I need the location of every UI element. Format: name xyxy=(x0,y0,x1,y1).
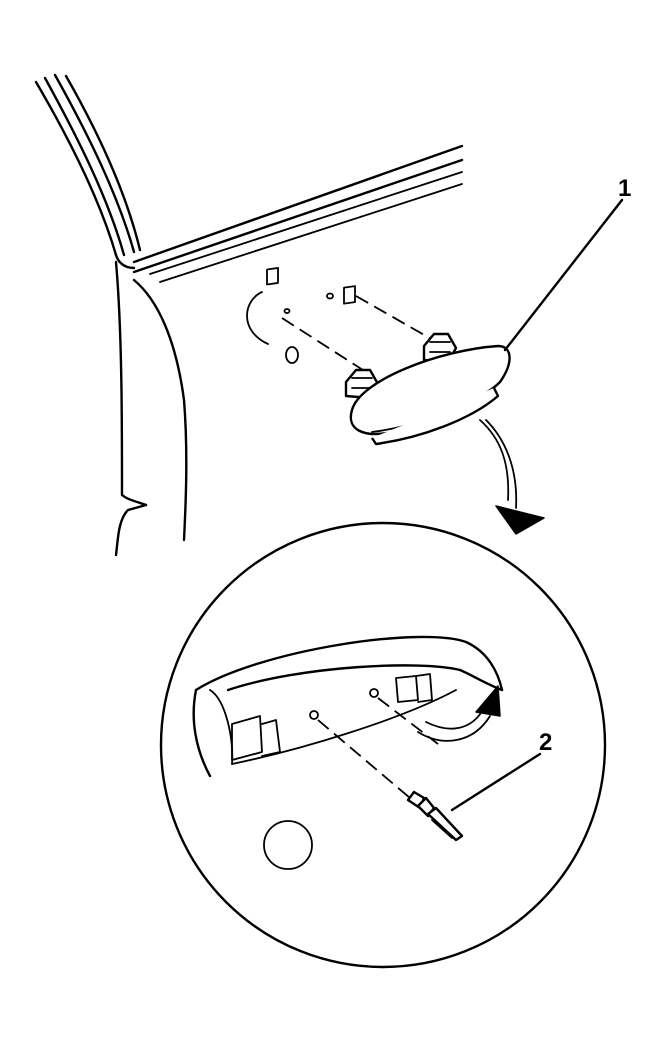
callout-label-1: 1 xyxy=(618,175,631,202)
rotation-arrow xyxy=(417,685,501,742)
detail-view-circle xyxy=(159,521,607,969)
door-mounting-holes xyxy=(246,267,356,364)
door-body-outline xyxy=(34,73,464,557)
rivet-fastener xyxy=(406,790,464,842)
callout-1: 1 xyxy=(503,175,631,352)
callout-label-2: 2 xyxy=(539,729,552,756)
fastener-hole-right xyxy=(369,688,379,698)
hole-plug xyxy=(263,820,313,870)
callout-2: 2 xyxy=(450,729,552,812)
fastener-hole-left xyxy=(309,710,319,720)
fastener-lines xyxy=(317,697,439,799)
detail-view xyxy=(159,521,607,969)
detail-arrow xyxy=(479,419,545,535)
alignment-lines xyxy=(281,295,441,373)
exterior-door-handle xyxy=(344,332,511,446)
handle-underside xyxy=(192,635,504,778)
